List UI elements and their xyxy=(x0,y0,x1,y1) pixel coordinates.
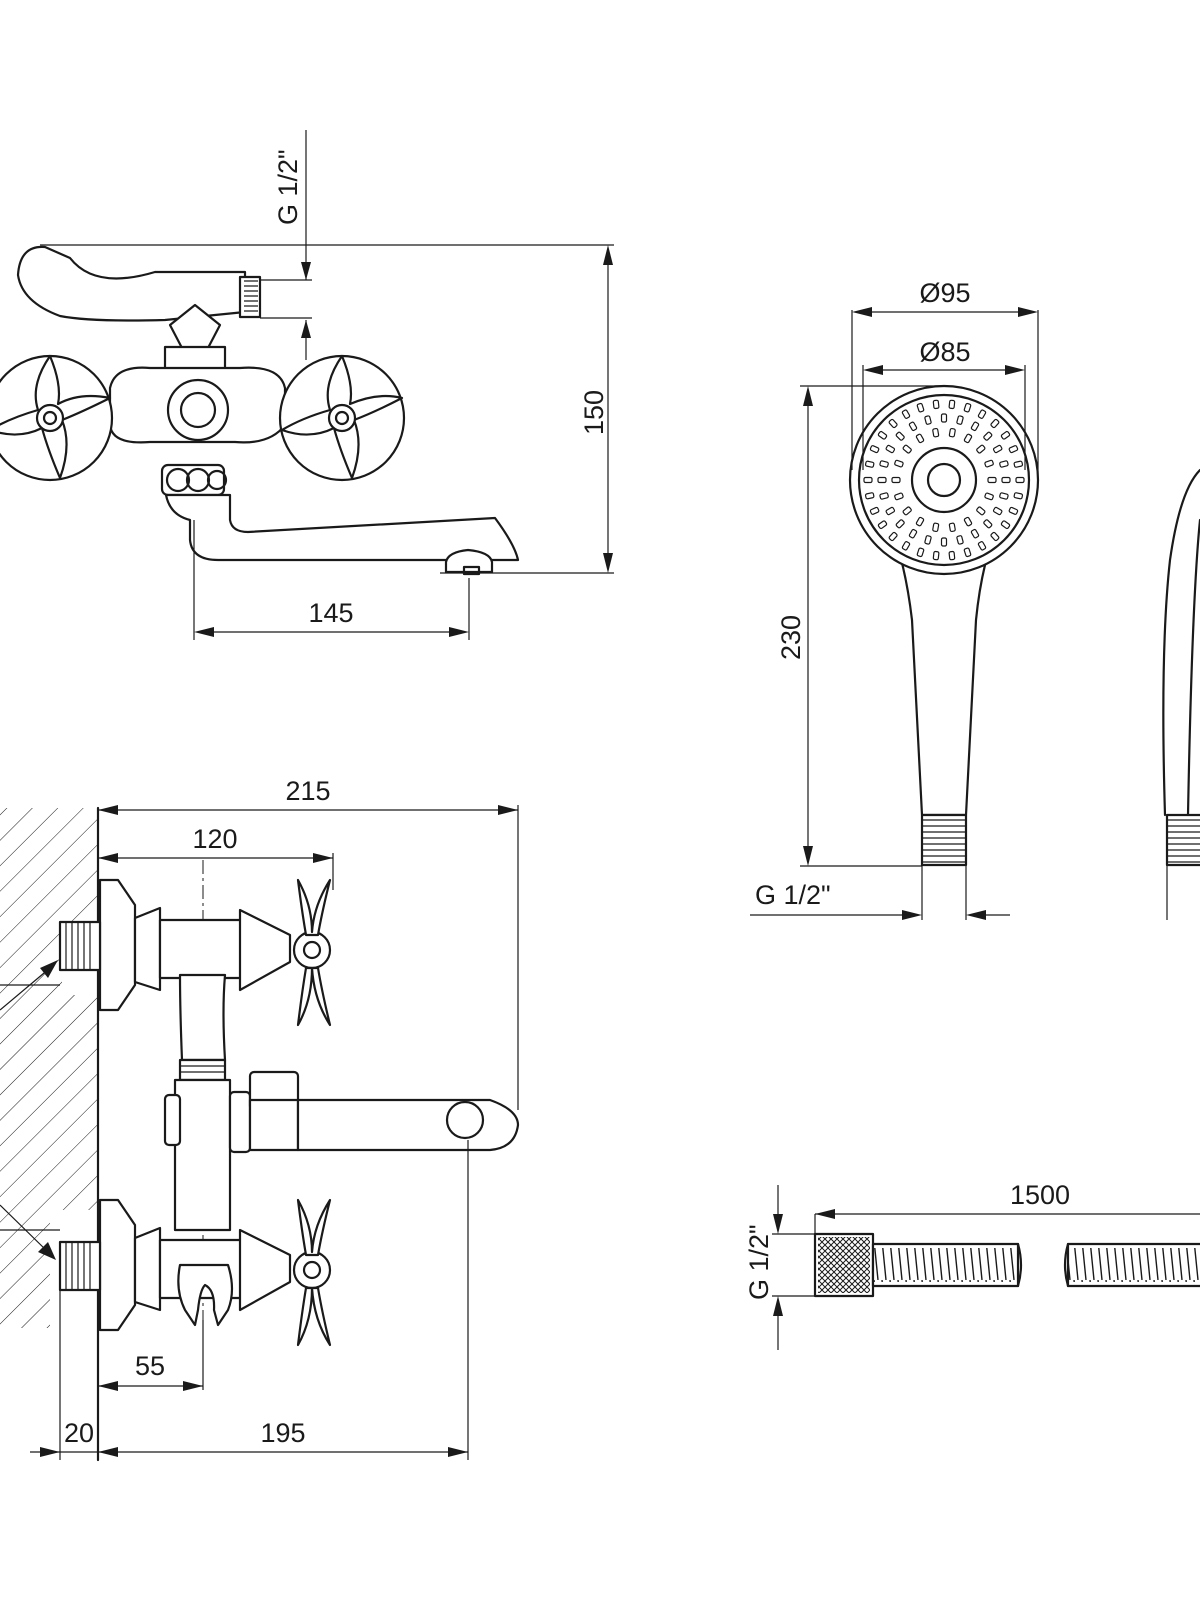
top-thread-label: G 1/2" xyxy=(273,149,303,225)
nozzle xyxy=(916,547,925,558)
hose-view: G 1/2" 1500 xyxy=(744,1180,1200,1350)
nozzle xyxy=(877,520,888,530)
nozzle xyxy=(948,550,956,561)
nozzle xyxy=(1008,445,1019,454)
nozzle xyxy=(940,413,948,423)
handle-distance-label: 120 xyxy=(192,824,237,854)
nozzle xyxy=(976,506,986,516)
shower-thread-label: G 1/2" xyxy=(755,880,831,910)
nozzle xyxy=(877,476,887,484)
nozzle xyxy=(879,460,889,468)
nozzle xyxy=(970,528,980,539)
nozzle xyxy=(963,516,973,527)
nozzle xyxy=(948,522,956,533)
nozzle xyxy=(864,460,875,468)
nozzle xyxy=(895,431,905,441)
nozzle xyxy=(963,547,972,558)
nozzle xyxy=(984,492,994,501)
nozzle xyxy=(940,537,948,547)
nozzle xyxy=(894,459,904,468)
nozzle xyxy=(948,427,956,438)
nozzle xyxy=(990,418,1000,429)
nozzle xyxy=(963,402,972,413)
nozzle xyxy=(992,506,1003,516)
nozzle xyxy=(924,535,932,545)
mixer-front-view: 215 120 55 20 195 xyxy=(0,776,520,1462)
nozzle xyxy=(915,433,925,444)
spout-length-label: 195 xyxy=(260,1418,305,1448)
nozzle xyxy=(879,492,889,500)
nozzle xyxy=(885,444,896,454)
nozzle xyxy=(983,431,993,441)
nozzle xyxy=(888,531,898,542)
nozzle xyxy=(999,460,1009,468)
outer-diameter-label: Ø95 xyxy=(919,278,970,308)
nozzle xyxy=(901,541,911,551)
nozzle xyxy=(977,541,987,551)
height-dimension-label: 150 xyxy=(579,390,609,435)
nozzle xyxy=(869,506,880,515)
nozzle xyxy=(932,522,940,533)
nozzle xyxy=(902,444,912,454)
nozzle xyxy=(1001,476,1011,484)
holder-offset-label: 55 xyxy=(135,1351,165,1381)
nozzle xyxy=(983,519,993,529)
nozzle xyxy=(869,445,880,454)
nozzle xyxy=(963,433,973,444)
nozzle xyxy=(932,427,940,438)
nozzle xyxy=(1013,492,1024,500)
nozzle xyxy=(908,421,918,432)
nozzle xyxy=(915,516,925,527)
nozzle xyxy=(956,535,964,545)
mixer-top-view: G 1/2" 150 145 xyxy=(0,130,614,640)
nozzle-pattern xyxy=(863,399,1025,561)
nozzle xyxy=(987,476,997,484)
wall-offset-label: 20 xyxy=(64,1418,94,1448)
nozzle xyxy=(908,528,918,539)
nozzle xyxy=(977,409,987,419)
nozzle xyxy=(976,444,986,454)
nozzle xyxy=(1008,506,1019,515)
nozzle xyxy=(877,430,888,440)
inner-diameter-label: Ø85 xyxy=(919,337,970,367)
nozzle xyxy=(902,506,912,516)
nozzle xyxy=(999,492,1009,500)
nozzle xyxy=(948,399,956,410)
nozzle xyxy=(970,421,980,432)
nozzle xyxy=(863,476,873,484)
nozzle xyxy=(1000,520,1011,530)
spout-reach-label: 145 xyxy=(308,598,353,628)
shower-length-label: 230 xyxy=(776,615,806,660)
nozzle xyxy=(1013,460,1024,468)
nozzle xyxy=(864,492,875,500)
nozzle xyxy=(932,399,940,410)
nozzle xyxy=(901,409,911,419)
nozzle xyxy=(891,476,901,484)
nozzle xyxy=(990,531,1000,542)
nozzle xyxy=(894,492,904,501)
overall-width-label: 215 xyxy=(285,776,330,806)
nozzle xyxy=(924,415,932,425)
nozzle xyxy=(984,459,994,468)
hose-thread-label: G 1/2" xyxy=(744,1224,774,1300)
nozzle xyxy=(895,519,905,529)
nozzle xyxy=(916,402,925,413)
nozzle xyxy=(885,506,896,516)
hose-length-label: 1500 xyxy=(1010,1180,1070,1210)
shower-head-view: Ø95 Ø85 230 G 1/2" xyxy=(750,278,1200,920)
nozzle xyxy=(1000,430,1011,440)
nozzle xyxy=(992,444,1003,454)
nozzle xyxy=(888,418,898,429)
nozzle xyxy=(932,550,940,561)
nozzle xyxy=(1015,476,1025,484)
nozzle xyxy=(956,415,964,425)
